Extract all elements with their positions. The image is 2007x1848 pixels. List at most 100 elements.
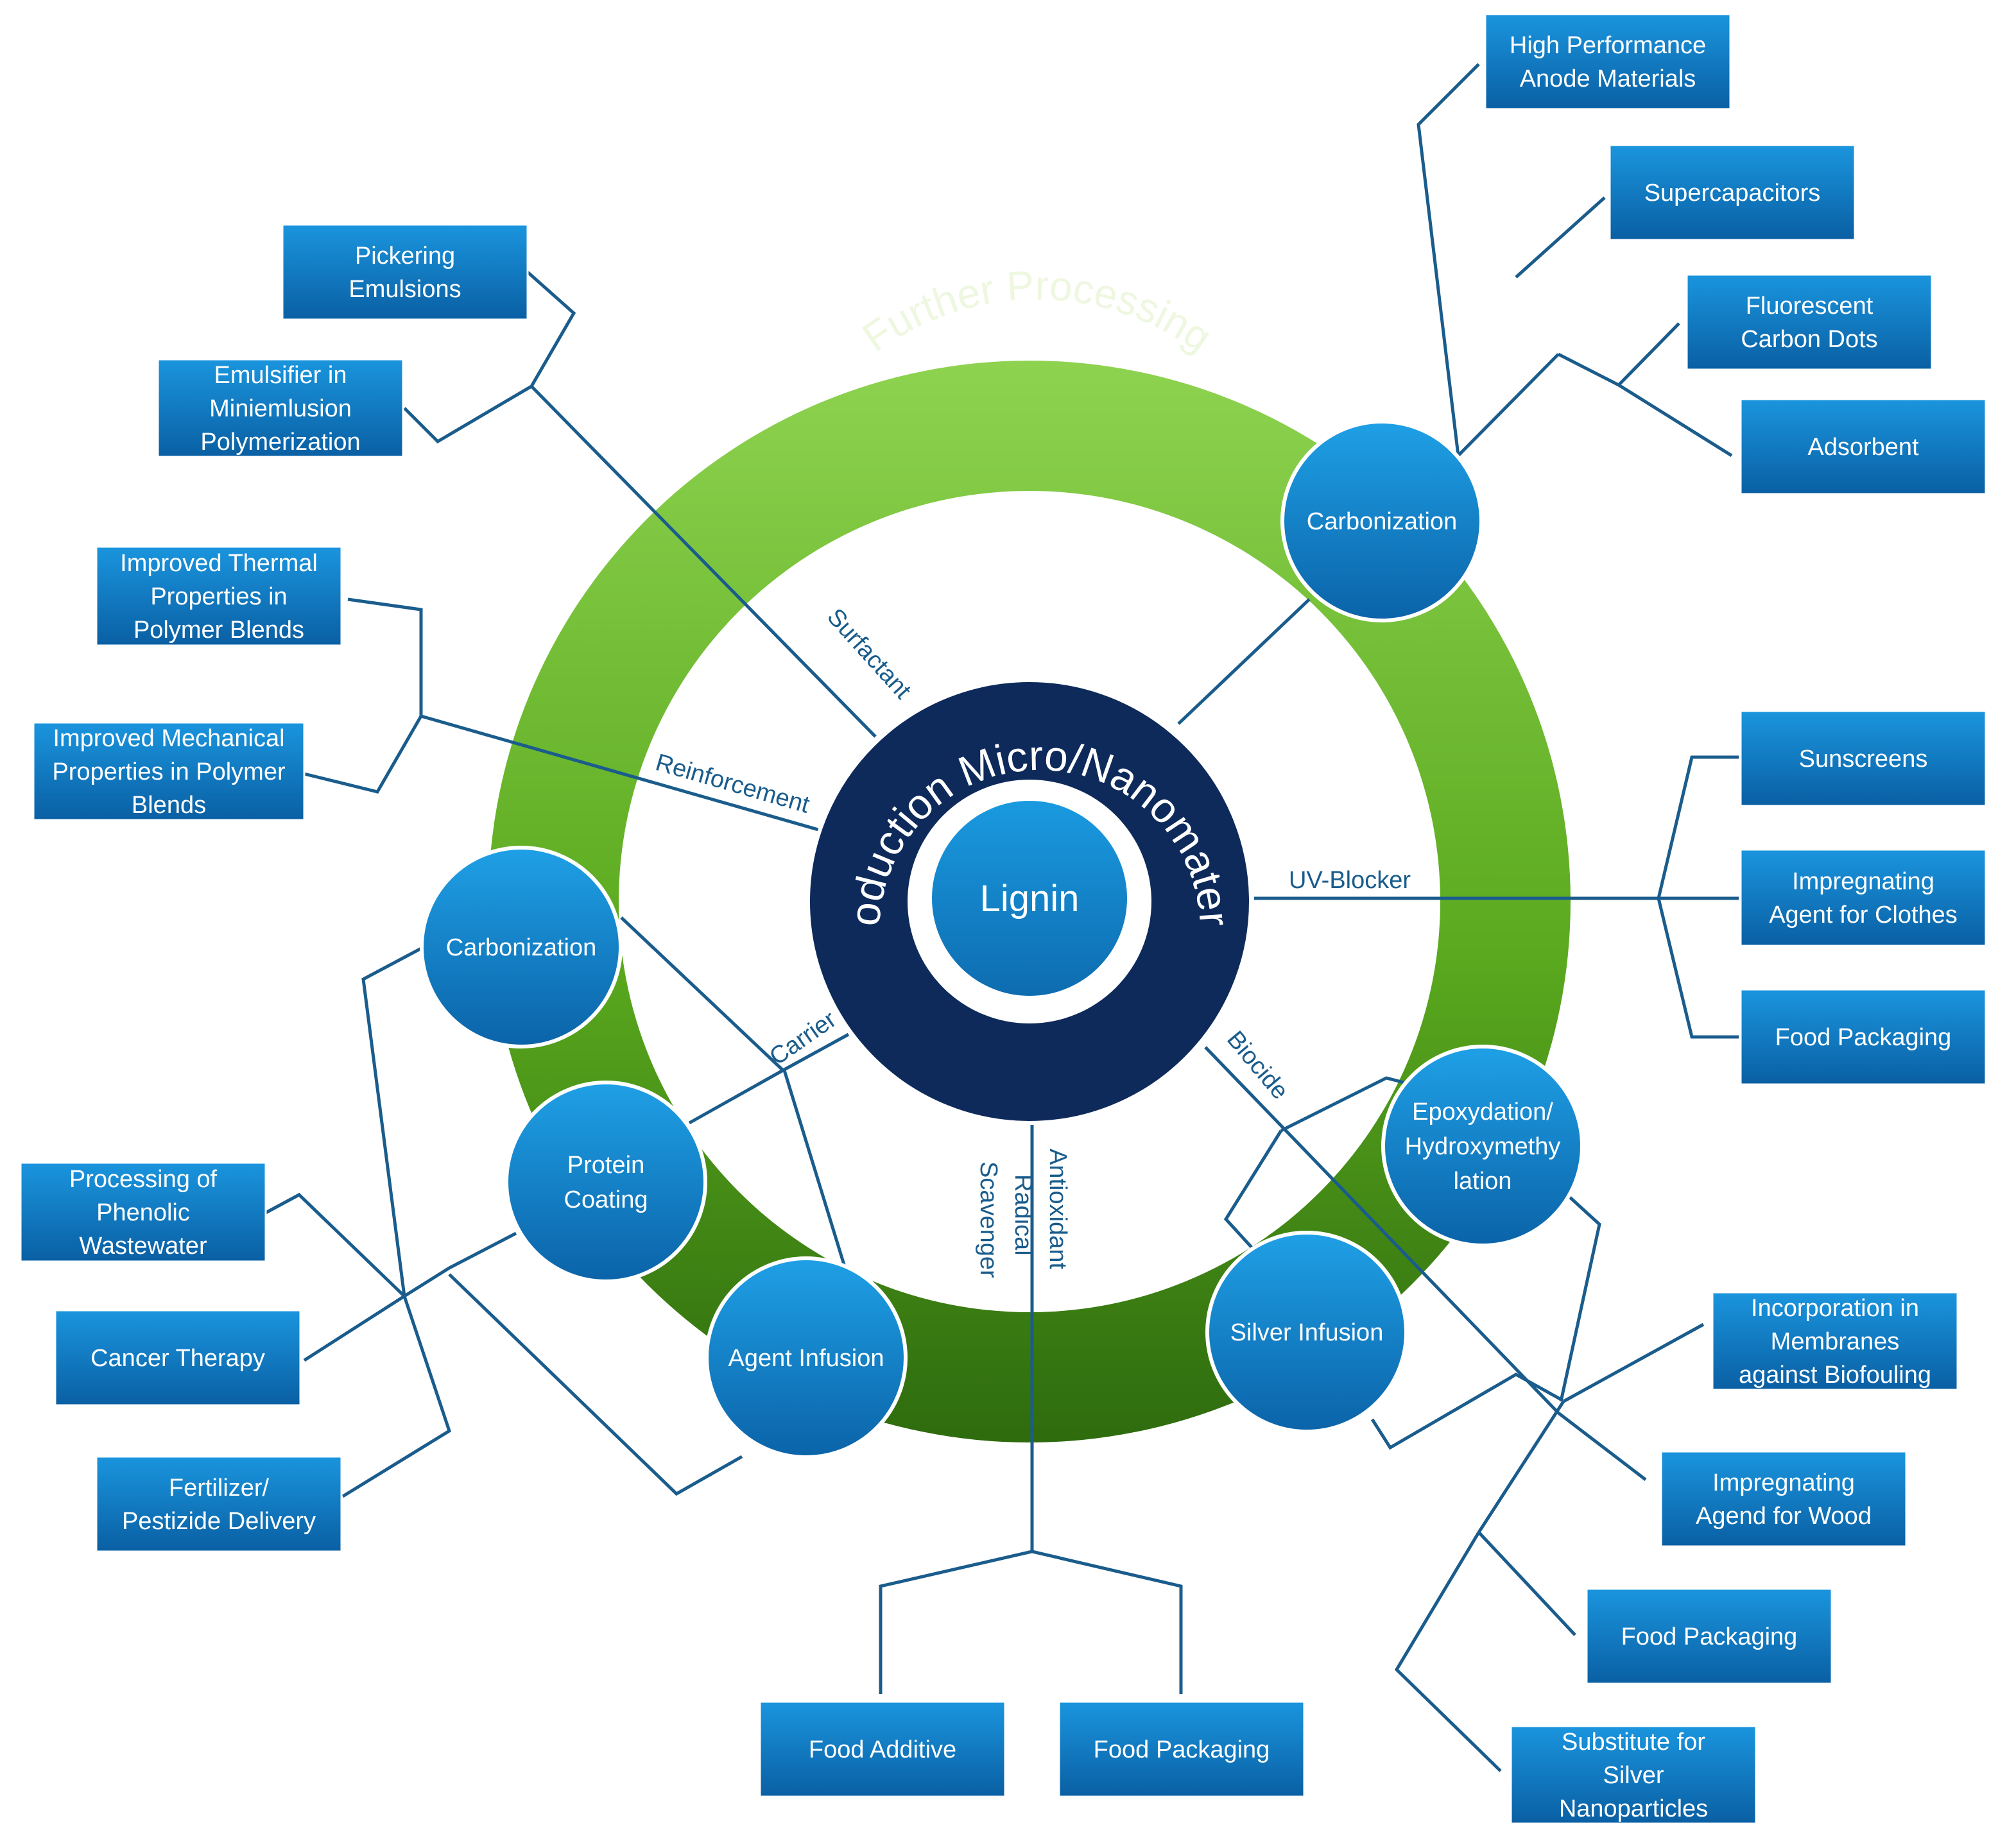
- connector-lines: [264, 63, 1739, 1772]
- connector-line: [1562, 1322, 1705, 1403]
- box-high-performance-anode-rect: [1484, 13, 1732, 110]
- box-incorporation-membranes-label: against Biofouling: [1739, 1362, 1931, 1389]
- box-adsorbent-label: Adsorbent: [1807, 434, 1919, 461]
- connector-line: [1617, 322, 1680, 386]
- connector-line: [403, 271, 576, 444]
- box-high-performance-anode-label: High Performance: [1510, 32, 1706, 59]
- box-cancer-therapy-label: Cancer Therapy: [90, 1345, 265, 1372]
- box-improved-mechanical-rect: [32, 721, 306, 821]
- silver-infusion-process-circle: [1205, 1231, 1408, 1433]
- box-food-packaging-antiox-label: Food Packaging: [1094, 1736, 1270, 1763]
- box-substitute-silver-rect: [1510, 1725, 1757, 1825]
- connector-line: [1477, 1531, 1576, 1636]
- box-food-additive-rect: [759, 1700, 1006, 1798]
- carbonization-top-process-circle: [1280, 420, 1483, 622]
- box-fertilizer-delivery-label: Pestizide Delivery: [122, 1508, 316, 1535]
- antioxidant-label-group: Antioxidant Radical Scavenger: [975, 1149, 1071, 1278]
- box-fertilizer-delivery: Fertilizer/Pestizide Delivery: [95, 1455, 343, 1553]
- box-food-additive: Food Additive: [759, 1700, 1006, 1798]
- box-food-packaging-uv: Food Packaging: [1739, 988, 1987, 1086]
- process-circles: CarbonizationCarbonizationProteinCoating…: [420, 420, 1584, 1459]
- connector-line: [341, 945, 451, 1498]
- box-fluorescent-carbon-dots-label: Carbon Dots: [1741, 326, 1877, 353]
- agent-infusion-process: Agent Infusion: [705, 1256, 908, 1459]
- box-sunscreens: Sunscreens: [1739, 710, 1987, 807]
- box-food-packaging-antiox-rect: [1058, 1700, 1305, 1798]
- box-sunscreens-label: Sunscreens: [1799, 746, 1928, 773]
- box-emulsifier-miniemulsion-label: Emulsifier in: [214, 362, 347, 389]
- box-impregnating-clothes-rect: [1739, 848, 1987, 947]
- box-incorporation-membranes-label: Membranes: [1771, 1328, 1900, 1355]
- connector-line: [1370, 1373, 1563, 1450]
- box-cancer-therapy-rect: [54, 1309, 302, 1407]
- box-food-packaging-uv-label: Food Packaging: [1775, 1024, 1952, 1051]
- carbonization-top-process-label: Carbonization: [1307, 508, 1457, 535]
- connector-line: [1457, 353, 1560, 457]
- antioxidant-label-line: Antioxidant: [1044, 1149, 1071, 1269]
- box-food-packaging-biocide-rect: [1585, 1587, 1833, 1685]
- box-improved-thermal-label: Improved Thermal: [120, 550, 318, 577]
- box-improved-mechanical-label: Properties in Polymer: [52, 758, 286, 785]
- box-emulsifier-miniemulsion-label: Miniemlusion: [209, 395, 352, 422]
- connector-line: [1223, 1129, 1283, 1250]
- box-impregnating-clothes-label: Agent for Clothes: [1769, 902, 1958, 928]
- box-substitute-silver-label: Silver: [1603, 1762, 1664, 1789]
- connector-line: [448, 1273, 743, 1496]
- connector-line: [420, 714, 819, 832]
- lignin-core: [932, 801, 1127, 996]
- box-cancer-therapy: Cancer Therapy: [54, 1309, 302, 1407]
- box-improved-mechanical-label: Improved Mechanical: [53, 725, 284, 752]
- connector-line: [1657, 755, 1739, 1039]
- box-impregnating-clothes-label: Impregnating: [1792, 868, 1934, 895]
- antioxidant-label-line: Scavenger: [975, 1161, 1002, 1278]
- box-fertilizer-delivery-rect: [95, 1455, 343, 1553]
- connector-line: [264, 1192, 406, 1297]
- box-improved-mechanical-label: Blends: [132, 792, 206, 819]
- box-incorporation-membranes-rect: [1711, 1291, 1959, 1391]
- box-fertilizer-delivery-label: Fertilizer/: [169, 1475, 270, 1502]
- silver-infusion-process-label: Silver Infusion: [1230, 1319, 1384, 1346]
- box-high-performance-anode-label: Anode Materials: [1520, 65, 1696, 92]
- protein-coating-process-label: Protein: [567, 1152, 644, 1179]
- box-adsorbent-rect: [1739, 398, 1987, 495]
- box-impregnating-wood-label: Agend for Wood: [1696, 1503, 1872, 1530]
- connector-line: [530, 385, 877, 738]
- connector-line: [1394, 1531, 1502, 1772]
- epoxydation-process-label: lation: [1454, 1168, 1512, 1195]
- connector-line: [1204, 1046, 1647, 1481]
- agent-infusion-process-circle: [705, 1256, 908, 1459]
- silver-infusion-process: Silver Infusion: [1205, 1231, 1408, 1433]
- agent-infusion-process-label: Agent Infusion: [728, 1345, 884, 1372]
- connector-line: [1477, 1400, 1565, 1534]
- box-food-packaging-uv-rect: [1739, 988, 1987, 1086]
- box-improved-thermal-rect: [95, 545, 343, 647]
- box-food-packaging-biocide: Food Packaging: [1585, 1587, 1833, 1685]
- epoxydation-process-label: Hydroxymethy: [1405, 1133, 1561, 1160]
- connector-line: [620, 916, 784, 1072]
- box-emulsifier-miniemulsion-label: Polymerization: [200, 429, 360, 456]
- carbonization-left-process: Carbonization: [420, 846, 623, 1048]
- box-pickering-emulsions-rect: [281, 223, 529, 321]
- carbonization-left-process-label: Carbonization: [446, 934, 596, 961]
- connector-line: [1515, 196, 1606, 278]
- box-impregnating-wood-rect: [1660, 1450, 1908, 1548]
- box-processing-phenolic-label: Processing of: [69, 1166, 218, 1193]
- box-processing-phenolic-rect: [19, 1161, 267, 1263]
- box-processing-phenolic-label: Wastewater: [79, 1233, 207, 1260]
- box-substitute-silver-label: Nanoparticles: [1559, 1795, 1708, 1822]
- box-food-additive-label: Food Additive: [809, 1736, 956, 1763]
- protein-coating-process-label: Coating: [564, 1186, 648, 1213]
- box-supercapacitors: Supercapacitors: [1608, 144, 1856, 241]
- protein-coating-process-circle: [504, 1081, 707, 1283]
- box-improved-thermal-label: Properties in: [150, 583, 287, 610]
